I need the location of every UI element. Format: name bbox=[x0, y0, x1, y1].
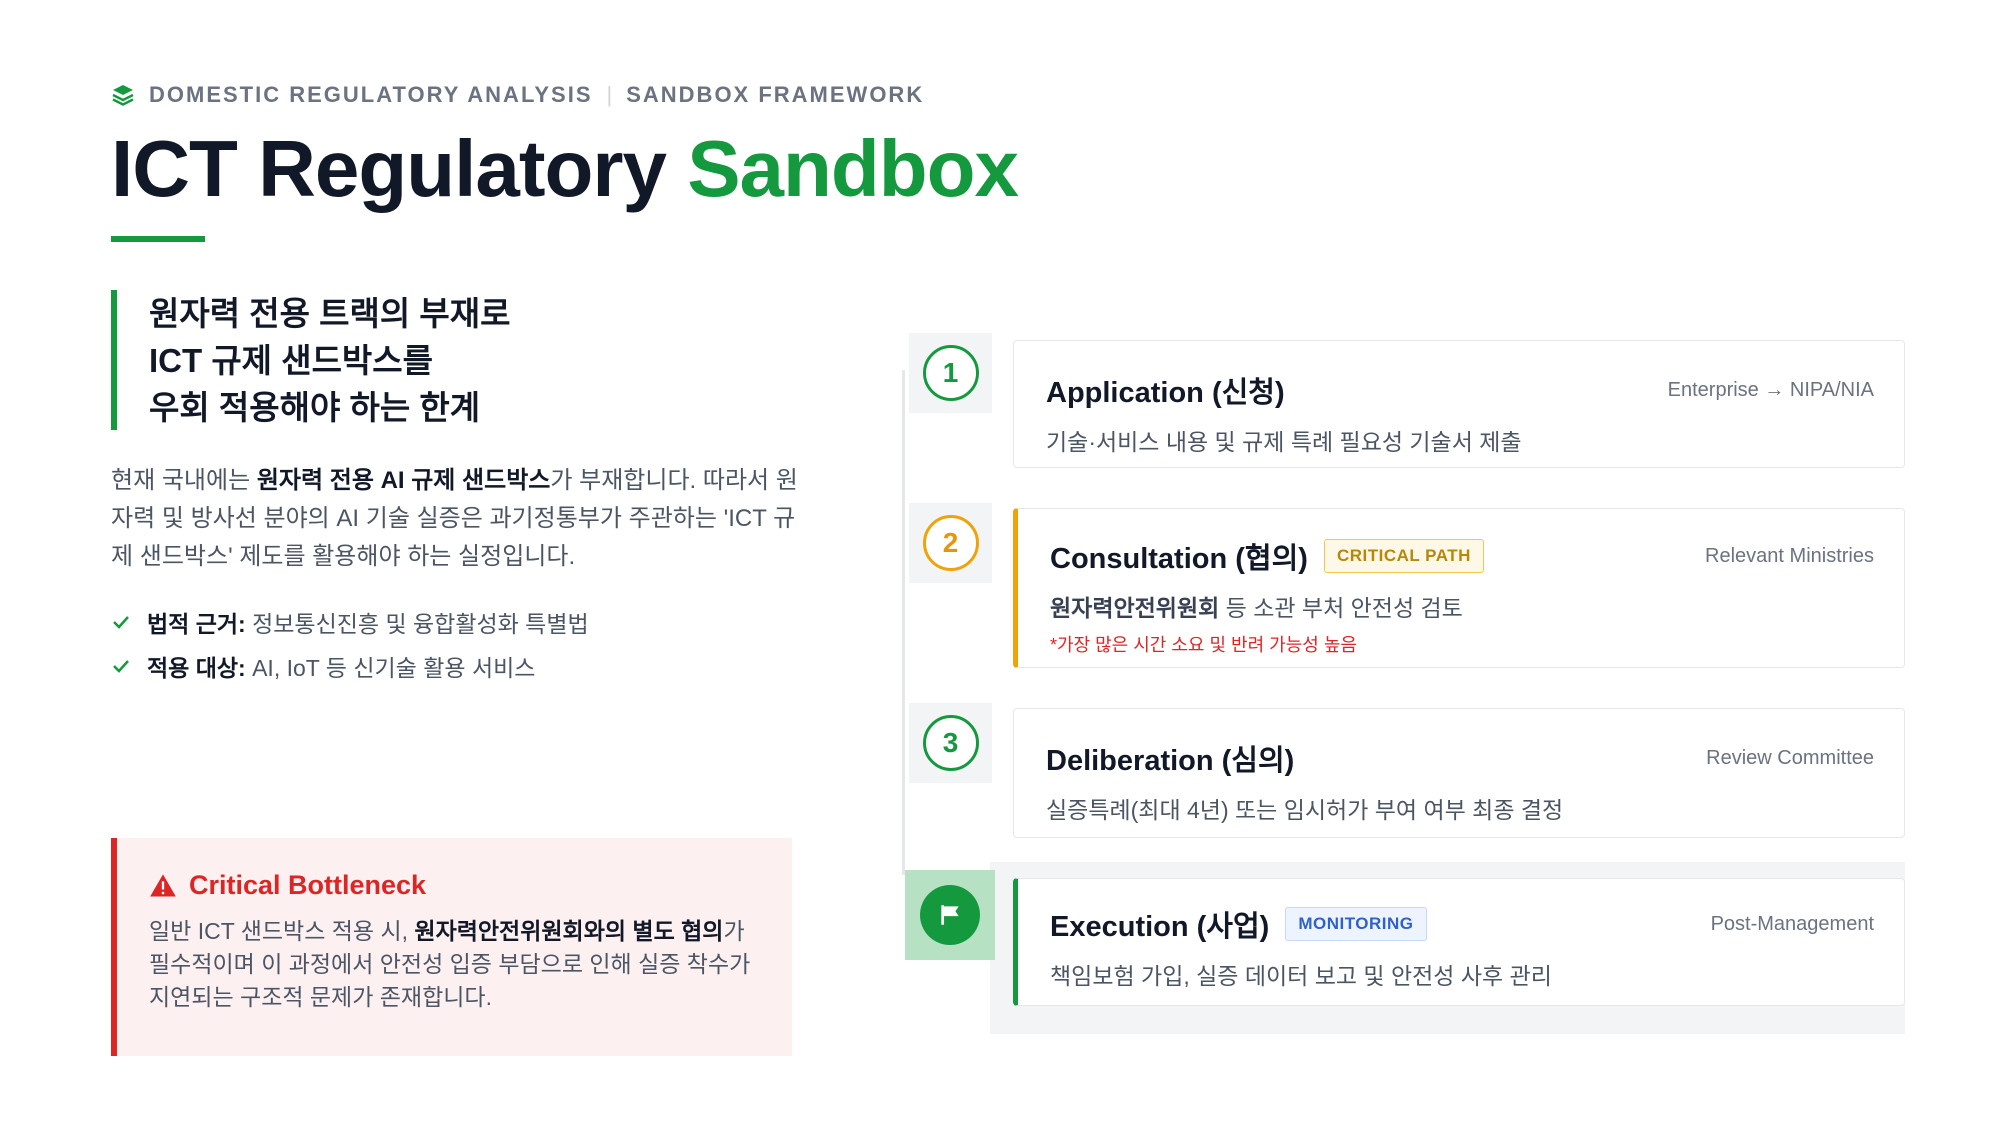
step-number-badge: 2 bbox=[922, 515, 979, 571]
step-description: 실증특례(최대 4년) 또는 임시허가 부여 여부 최종 결정 bbox=[1046, 797, 1564, 823]
title-accent: Sandbox bbox=[687, 124, 1019, 213]
title-main: ICT Regulatory bbox=[111, 124, 667, 213]
alert-body-suffix: 가 필수적이며 이 과정에서 안전성 입증 부담으로 인해 실증 착수가 지연되… bbox=[149, 918, 751, 1010]
check-item: 적용 대상: AI, IoT 등 신기술 활용 서비스 bbox=[111, 644, 589, 688]
description-prefix: 현재 국내에는 bbox=[111, 467, 257, 494]
step-meta: Review Committee bbox=[1706, 746, 1874, 769]
step-node-3: 3 bbox=[909, 703, 992, 783]
eyebrow-left: DOMESTIC REGULATORY ANALYSIS bbox=[149, 82, 593, 107]
step-node-4 bbox=[905, 870, 995, 960]
alert-body-prefix: 일반 ICT 샌드박스 적용 시, bbox=[149, 918, 415, 944]
monitoring-badge: MONITORING bbox=[1285, 907, 1427, 941]
step-card-execution: Execution (사업) MONITORING Post-Managemen… bbox=[1013, 878, 1905, 1006]
quote-line: 우회 적용해야 하는 한계 bbox=[149, 389, 481, 426]
step-meta: Enterprise → NIPA/NIA bbox=[1667, 378, 1874, 401]
step-title: Application (신청) bbox=[1046, 377, 1285, 409]
step-meta: Post-Management bbox=[1710, 912, 1874, 935]
step-description: 기술·서비스 내용 및 규제 특례 필요성 기술서 제출 bbox=[1046, 429, 1522, 455]
title-underline bbox=[111, 236, 205, 242]
check-label: 적용 대상: bbox=[147, 655, 246, 681]
description-suffix: 가 부재합니다. 따라서 원자력 및 방사선 분야의 AI 기술 실증은 과기정… bbox=[111, 467, 798, 570]
step-title: Execution (사업) bbox=[1050, 911, 1270, 943]
step-title: Deliberation (심의) bbox=[1046, 745, 1295, 777]
eyebrow: DOMESTIC REGULATORY ANALYSIS | SANDBOX F… bbox=[111, 82, 924, 108]
alert-body: 일반 ICT 샌드박스 적용 시, 원자력안전위원회와의 별도 협의가 필수적이… bbox=[149, 915, 760, 1014]
description-paragraph: 현재 국내에는 원자력 전용 AI 규제 샌드박스가 부재합니다. 따라서 원자… bbox=[111, 462, 801, 576]
step-node-1: 1 bbox=[909, 333, 992, 413]
check-item: 법적 근거: 정보통신진흥 및 융합활성화 특별법 bbox=[111, 600, 589, 644]
check-text: AI, IoT 등 신기술 활용 서비스 bbox=[245, 655, 536, 681]
alert-title: Critical Bottleneck bbox=[189, 870, 427, 900]
check-icon bbox=[113, 660, 129, 673]
step-description-rest: 등 소관 부처 안전성 검토 bbox=[1219, 595, 1463, 621]
check-list: 법적 근거: 정보통신진흥 및 융합활성화 특별법 적용 대상: AI, IoT… bbox=[111, 600, 589, 688]
step-card-deliberation: Deliberation (심의) Review Committee 실증특례(… bbox=[1013, 708, 1905, 838]
page-title: ICT Regulatory Sandbox bbox=[111, 124, 1019, 213]
layers-icon bbox=[112, 85, 134, 106]
quote-line: ICT 규제 샌드박스를 bbox=[149, 342, 434, 379]
step-flag-badge bbox=[920, 885, 980, 945]
warning-icon bbox=[150, 873, 176, 896]
step-description-bold: 원자력안전위원회 bbox=[1050, 595, 1220, 621]
check-label: 법적 근거: bbox=[147, 611, 246, 637]
check-text: 정보통신진흥 및 융합활성화 특별법 bbox=[245, 611, 589, 637]
step-title: Consultation (협의) bbox=[1050, 543, 1308, 575]
alert-header: Critical Bottleneck bbox=[149, 870, 760, 901]
flag-icon bbox=[941, 905, 959, 925]
eyebrow-right: SANDBOX FRAMEWORK bbox=[626, 82, 925, 107]
eyebrow-separator: | bbox=[606, 82, 613, 107]
step-number-badge: 3 bbox=[922, 715, 979, 771]
critical-path-badge: CRITICAL PATH bbox=[1323, 539, 1484, 573]
step-description: 책임보험 가입, 실증 데이터 보고 및 안전성 사후 관리 bbox=[1050, 963, 1552, 989]
alert-body-bold: 원자력안전위원회와의 별도 협의 bbox=[414, 918, 724, 944]
description-bold: 원자력 전용 AI 규제 샌드박스 bbox=[256, 467, 551, 494]
step-node-2: 2 bbox=[909, 503, 992, 583]
check-icon bbox=[113, 616, 129, 629]
step-card-consultation: Consultation (협의) CRITICAL PATH Relevant… bbox=[1013, 508, 1905, 668]
step-description: 원자력안전위원회 등 소관 부처 안전성 검토 bbox=[1050, 589, 1874, 623]
step-warning-note: *가장 많은 시간 소요 및 반려 가능성 높음 bbox=[1050, 635, 1357, 655]
bottleneck-alert: Critical Bottleneck 일반 ICT 샌드박스 적용 시, 원자… bbox=[111, 838, 792, 1056]
key-quote: 원자력 전용 트랙의 부재로 ICT 규제 샌드박스를 우회 적용해야 하는 한… bbox=[111, 290, 711, 430]
timeline-connector bbox=[902, 370, 905, 875]
quote-line: 원자력 전용 트랙의 부재로 bbox=[149, 295, 511, 332]
step-number-badge: 1 bbox=[922, 345, 979, 401]
step-card-application: Application (신청) Enterprise → NIPA/NIA 기… bbox=[1013, 340, 1905, 468]
step-meta: Relevant Ministries bbox=[1705, 544, 1874, 567]
